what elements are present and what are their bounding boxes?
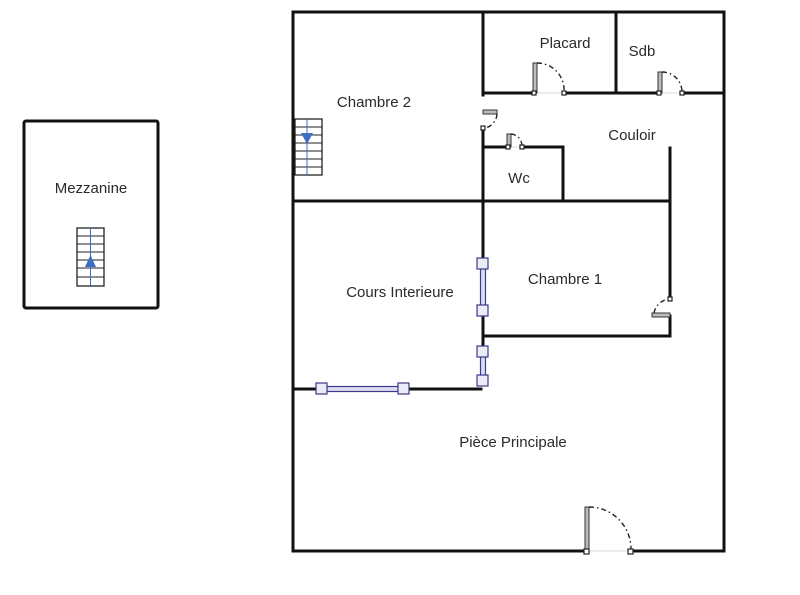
arrow-down-icon xyxy=(301,133,313,144)
room-label-wc: Wc xyxy=(508,170,530,187)
mezzanine-walls xyxy=(22,119,160,310)
door-placard[interactable] xyxy=(531,62,567,96)
room-label-placard: Placard xyxy=(540,35,591,52)
window-cours-horizontal[interactable] xyxy=(315,382,410,395)
window-cours-vertical-upper[interactable] xyxy=(476,257,489,317)
interior-walls xyxy=(291,10,726,391)
room-label-piece-principale: Pièce Principale xyxy=(459,434,567,451)
room-mezzanine[interactable]: Mezzanine xyxy=(22,119,160,310)
room-label-cours-interieure: Cours Interieure xyxy=(346,284,454,301)
room-label-sdb: Sdb xyxy=(629,43,656,60)
door-wc[interactable] xyxy=(505,133,525,150)
room-label-couloir: Couloir xyxy=(608,127,656,144)
door-entrance[interactable] xyxy=(583,506,634,555)
stairs-up-icon[interactable] xyxy=(76,227,105,287)
stairs-down-icon[interactable] xyxy=(294,118,323,176)
window-cours-vertical-lower[interactable] xyxy=(476,345,489,387)
door-chambre1[interactable] xyxy=(651,296,673,318)
door-sdb[interactable] xyxy=(656,71,685,96)
room-label-chambre2: Chambre 2 xyxy=(337,94,411,111)
house-outer-walls xyxy=(291,10,726,553)
door-chambre2[interactable] xyxy=(480,109,498,131)
room-label-mezzanine: Mezzanine xyxy=(55,180,128,197)
arrow-up-icon xyxy=(85,255,96,267)
room-label-chambre1: Chambre 1 xyxy=(528,271,602,288)
